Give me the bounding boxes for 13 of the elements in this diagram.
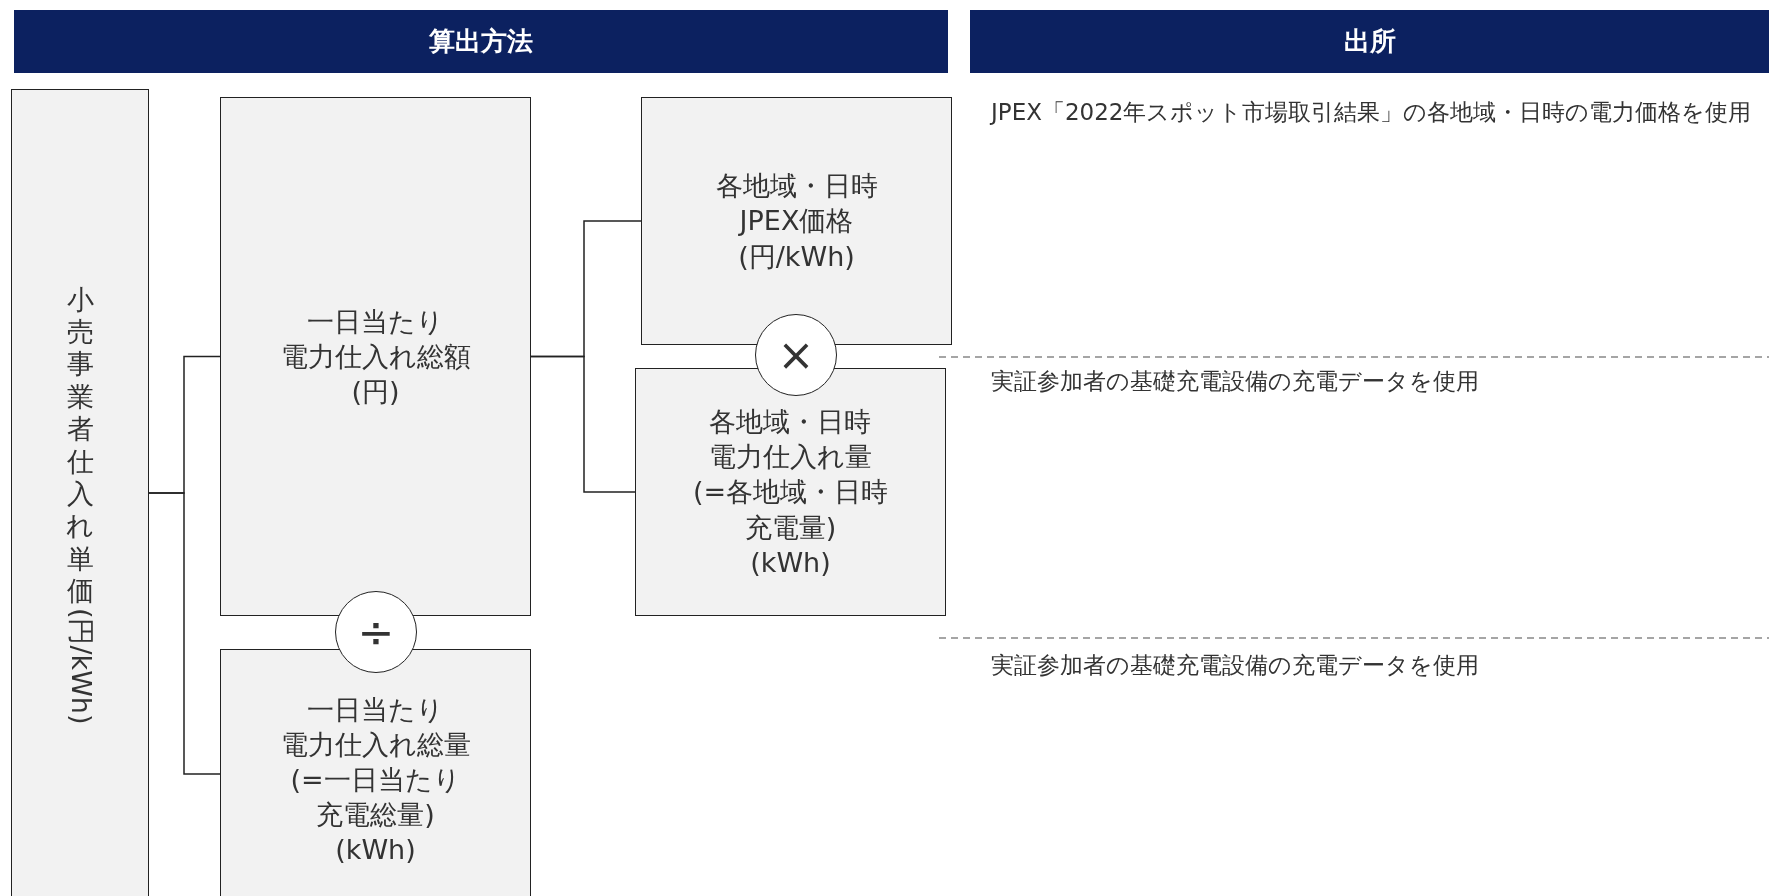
process-box xyxy=(11,89,149,896)
process-box: 一日当たり電力仕入れ総額(円) xyxy=(220,97,531,616)
source-note: JPEX「2022年スポット市場取引結果」の各地域・日時の電力価格を使用 xyxy=(991,98,1753,127)
header-band: 算出方法 xyxy=(14,10,948,73)
header-band: 出所 xyxy=(970,10,1769,73)
process-box: 各地域・日時JPEX価格(円/kWh) xyxy=(641,97,952,345)
connector-line xyxy=(530,355,636,493)
process-box: 各地域・日時電力仕入れ量(=各地域・日時充電量)(kWh) xyxy=(635,368,946,616)
source-note: 実証参加者の基礎充電設備の充電データを使用 xyxy=(991,367,1480,396)
process-box: 一日当たり電力仕入れ総量(=一日当たり充電総量)(kWh) xyxy=(220,649,531,896)
connector-line xyxy=(148,492,221,775)
vertical-label: 小売事業者仕入れ単価(円/kWh) xyxy=(64,283,97,725)
source-note: 実証参加者の基礎充電設備の充電データを使用 xyxy=(991,651,1480,680)
